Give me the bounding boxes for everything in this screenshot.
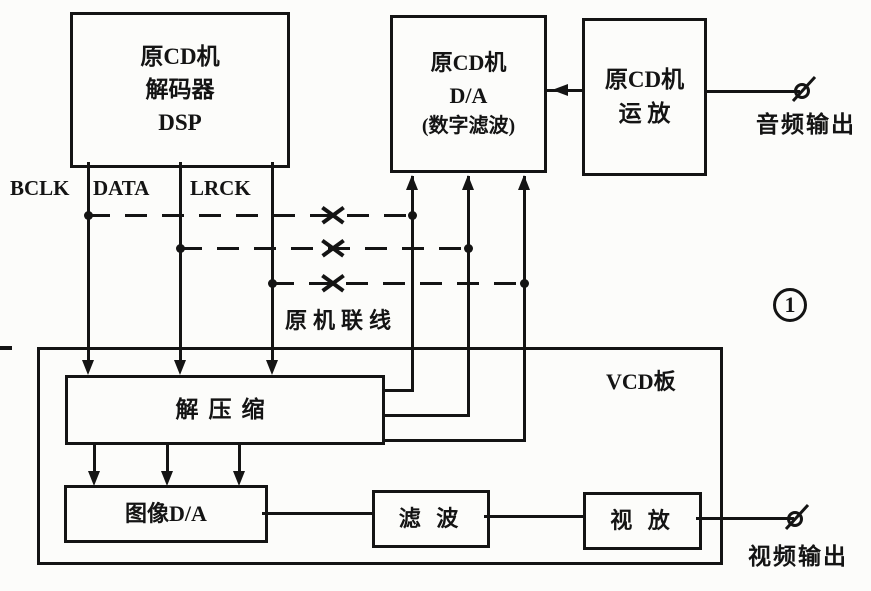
da-in-line-2 (467, 176, 470, 417)
filter-label: 滤 波 (398, 506, 464, 532)
cd-da-line2: D/A (449, 82, 488, 108)
junction-dot (464, 244, 473, 253)
cut-x-icon (320, 272, 346, 294)
arrow-up-icon (462, 175, 474, 190)
cut-x-icon (320, 237, 346, 259)
cd-da-line1: 原CD机 (430, 50, 507, 76)
junction-dot (84, 211, 93, 220)
vcd-board-label: VCD板 (606, 369, 676, 394)
arrow-down-icon (88, 471, 100, 486)
cut-x-icon (320, 204, 346, 226)
data-label: DATA (93, 176, 150, 200)
video-amp-label: 视 放 (610, 508, 675, 534)
cd-dsp-block: 原CD机 解码器 DSP (70, 12, 290, 168)
decompress-out-line-3 (385, 439, 526, 442)
audio-out-label: 音频输出 (756, 112, 856, 137)
data-line (179, 162, 182, 362)
vcd-board-outline (37, 347, 723, 565)
video-amp-block: 视 放 (583, 492, 702, 550)
cd-opamp-block: 原CD机 运 放 (582, 18, 707, 176)
cd-da-line3: (数字滤波) (421, 114, 516, 137)
decompress-label: 解压缩 (175, 396, 275, 422)
filter-videoamp-line (484, 515, 583, 518)
cd-opamp-line1: 原CD机 (604, 67, 685, 93)
junction-dot (408, 211, 417, 220)
decompress-out-line-2 (385, 414, 470, 417)
decompress-block: 解压缩 (65, 375, 385, 445)
figure-number-badge: 1 (773, 288, 807, 322)
filter-block: 滤 波 (372, 490, 490, 548)
decompress-to-imageda-line-3 (238, 445, 241, 475)
decompress-out-line-1 (385, 389, 414, 392)
decompress-to-imageda-line-2 (166, 445, 169, 475)
arrow-left-icon (552, 84, 568, 96)
bclk-line (87, 162, 90, 362)
scan-artifact (0, 346, 12, 350)
cd-da-block: 原CD机 D/A (数字滤波) (390, 15, 547, 173)
arrow-down-icon (233, 471, 245, 486)
bclk-label: BCLK (10, 176, 70, 200)
junction-dot (176, 244, 185, 253)
arrow-down-icon (82, 360, 94, 375)
lrck-label: LRCK (190, 176, 251, 200)
image-da-label: 图像D/A (125, 501, 207, 527)
lrck-line (271, 162, 274, 362)
original-wires-label: 原机联线 (285, 308, 398, 333)
arrow-down-icon (161, 471, 173, 486)
junction-dot (520, 279, 529, 288)
arrow-up-icon (406, 175, 418, 190)
da-in-line-3 (523, 176, 526, 442)
image-da-block: 图像D/A (64, 485, 268, 543)
arrow-up-icon (518, 175, 530, 190)
audio-jack-icon (791, 75, 817, 103)
decompress-to-imageda-line-1 (93, 445, 96, 475)
cut-wire-3 (272, 282, 524, 285)
arrow-down-icon (266, 360, 278, 375)
cd-dsp-line3: DSP (158, 110, 202, 136)
video-jack-icon (784, 503, 810, 531)
cd-dsp-line1: 原CD机 (140, 43, 220, 69)
cd-opamp-line2: 运 放 (618, 100, 671, 126)
cut-wire-1 (88, 214, 412, 217)
junction-dot (268, 279, 277, 288)
video-out-line (696, 517, 794, 520)
cd-dsp-line2: 解码器 (145, 76, 215, 102)
video-out-label: 视频输出 (748, 544, 848, 569)
arrow-down-icon (174, 360, 186, 375)
imageda-filter-line (262, 512, 372, 515)
audio-out-line (704, 90, 800, 93)
